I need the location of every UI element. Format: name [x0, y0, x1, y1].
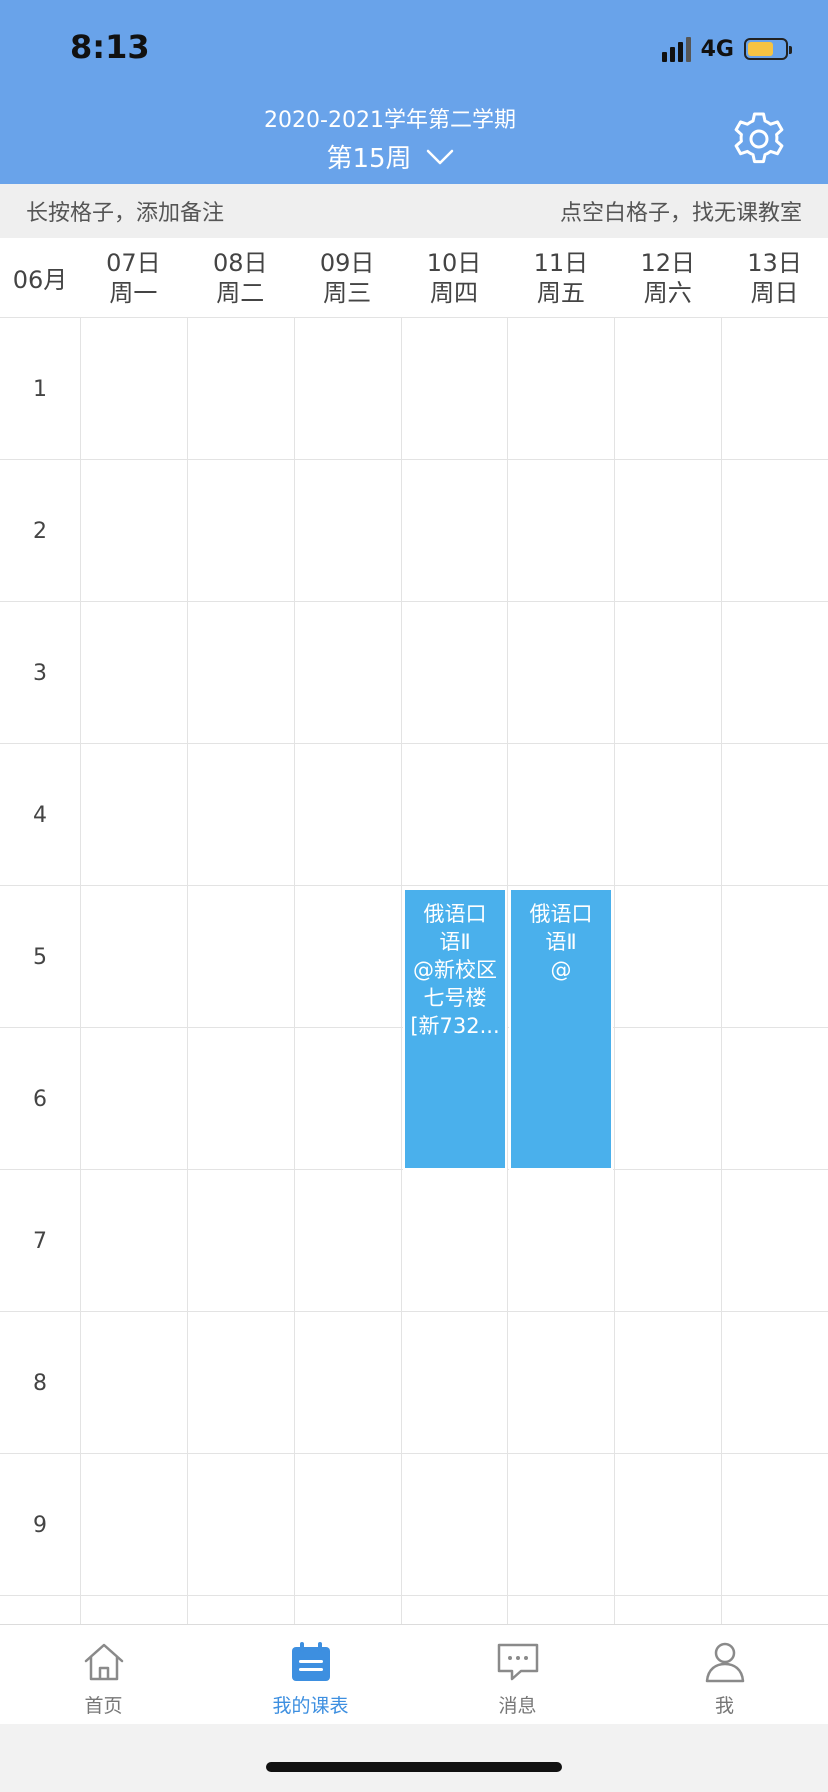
- period-label: 5: [33, 944, 47, 970]
- status-time: 8:13: [70, 28, 150, 66]
- day-header-tue: 08日 周二: [187, 238, 294, 317]
- course-text-line: 俄语口: [423, 902, 487, 926]
- tab-label: 我的课表: [272, 1695, 349, 1717]
- column-divider: [614, 318, 615, 1624]
- day-weekday: 周日: [750, 278, 799, 307]
- period-row: 4: [0, 744, 828, 886]
- column-divider: [187, 318, 188, 1624]
- period-row: 2: [0, 460, 828, 602]
- day-weekday: 周五: [536, 278, 585, 307]
- status-indicators: 4G: [661, 34, 792, 64]
- day-header-wed: 09日 周三: [294, 238, 401, 317]
- period-label: 6: [33, 1086, 47, 1112]
- course-text-line: @: [550, 958, 572, 982]
- day-weekday: 周二: [216, 278, 265, 307]
- column-divider: [721, 318, 722, 1624]
- course-block[interactable]: 俄语口语Ⅱ @: [509, 888, 613, 1170]
- day-weekday: 周一: [109, 278, 158, 307]
- tab-my-schedule[interactable]: 我的课表: [207, 1625, 414, 1724]
- period-row: 8: [0, 1312, 828, 1454]
- tip-find-classroom: 点空白格子，找无课教室: [559, 201, 802, 226]
- message-icon: [497, 1643, 538, 1681]
- period-row: 9: [0, 1454, 828, 1596]
- timetable-grid[interactable]: 1 2 3 4 5 6 7 8 9 俄语口语Ⅱ @新校区七号楼 [新732... 俄语口语Ⅱ @: [0, 318, 828, 1624]
- period-label: 7: [33, 1228, 47, 1254]
- period-row: 3: [0, 602, 828, 744]
- tab-me[interactable]: 我: [621, 1625, 828, 1724]
- chevron-down-icon: [426, 149, 453, 164]
- network-label: 4G: [700, 36, 734, 62]
- tab-label: 首页: [84, 1695, 123, 1717]
- day-date: 08日: [213, 248, 268, 277]
- tab-home[interactable]: 首页: [0, 1625, 207, 1724]
- period-row: 1: [0, 318, 828, 460]
- day-header-fri: 11日 周五: [507, 238, 614, 317]
- week-selector[interactable]: 第15周: [0, 138, 780, 175]
- day-date: 09日: [319, 248, 375, 277]
- column-divider: [507, 318, 508, 1624]
- battery-icon: [744, 38, 792, 60]
- day-date: 11日: [533, 248, 589, 277]
- person-icon: [705, 1642, 744, 1683]
- column-divider: [294, 318, 295, 1624]
- period-label: 2: [33, 518, 47, 544]
- day-date: 12日: [640, 248, 695, 277]
- day-date: 13日: [747, 248, 802, 277]
- day-header-row: 06月 07日 周一 08日 周二 09日 周三 10日 周四 11日 周五 1…: [0, 238, 828, 318]
- course-text-line: 七号楼: [423, 986, 487, 1010]
- day-header-sat: 12日 周六: [614, 238, 721, 317]
- course-text-line: 语Ⅱ: [545, 930, 577, 954]
- period-label: 9: [33, 1512, 47, 1538]
- tips-bar: 长按格子，添加备注 点空白格子，找无课教室: [0, 184, 828, 238]
- calendar-icon: [291, 1642, 330, 1681]
- day-date: 10日: [426, 248, 482, 277]
- day-header-sun: 13日 周日: [721, 238, 828, 317]
- day-header-mon: 07日 周一: [80, 238, 187, 317]
- period-label: 1: [33, 376, 47, 402]
- day-date: 07日: [106, 248, 161, 277]
- course-text-line: 语Ⅱ: [439, 930, 471, 954]
- tab-label: 我: [714, 1695, 734, 1717]
- course-text-line: 俄语口: [529, 902, 593, 926]
- day-weekday: 周六: [643, 278, 692, 307]
- period-label: 8: [33, 1370, 47, 1396]
- column-divider: [80, 318, 81, 1624]
- tab-bar: 首页 我的课表 消息 我: [0, 1624, 828, 1724]
- month-label: 06月: [12, 266, 68, 294]
- app-header: 8:13 4G 2020-2021学年第二学期 第15周: [0, 0, 828, 184]
- home-icon: [84, 1643, 123, 1681]
- bottom-safe-area: [0, 1724, 828, 1792]
- period-label: 4: [33, 802, 47, 828]
- day-weekday: 周四: [429, 278, 478, 307]
- period-row: 7: [0, 1170, 828, 1312]
- tip-long-press: 长按格子，添加备注: [26, 201, 225, 226]
- tab-messages[interactable]: 消息: [414, 1625, 621, 1724]
- course-text-line: [新732...: [410, 1014, 500, 1038]
- signal-icon: [661, 36, 691, 62]
- week-label: 第15周: [326, 144, 412, 174]
- column-divider: [401, 318, 402, 1624]
- day-weekday: 周三: [323, 278, 372, 307]
- course-text-line: @新校区: [413, 958, 497, 982]
- tab-label: 消息: [498, 1695, 537, 1717]
- home-indicator: [266, 1762, 562, 1772]
- course-block[interactable]: 俄语口语Ⅱ @新校区七号楼 [新732...: [403, 888, 507, 1170]
- semester-title: 2020-2021学年第二学期: [264, 108, 516, 133]
- day-header-thu: 10日 周四: [401, 238, 508, 317]
- gear-icon[interactable]: [730, 110, 788, 168]
- period-label: 3: [33, 660, 47, 686]
